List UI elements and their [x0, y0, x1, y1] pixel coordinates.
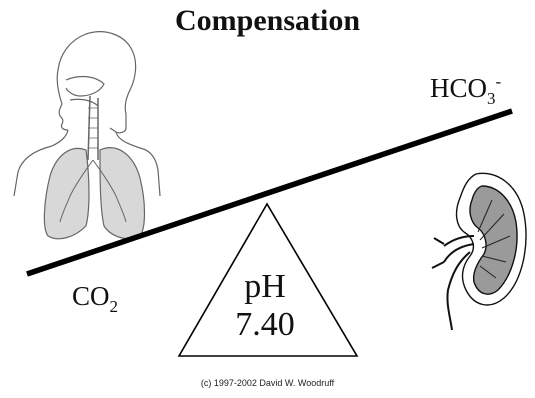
- balance-beam: [27, 111, 512, 274]
- copyright-notice: (c) 1997-2002 David W. Woodruff: [0, 378, 535, 388]
- kidney-icon: [432, 173, 526, 330]
- ph-value: 7.40: [210, 306, 320, 344]
- ph-label: pH: [210, 268, 320, 306]
- hco3-label: HCO3-: [430, 72, 501, 109]
- respiratory-system-icon: [14, 32, 160, 239]
- co2-label: CO2: [72, 281, 118, 317]
